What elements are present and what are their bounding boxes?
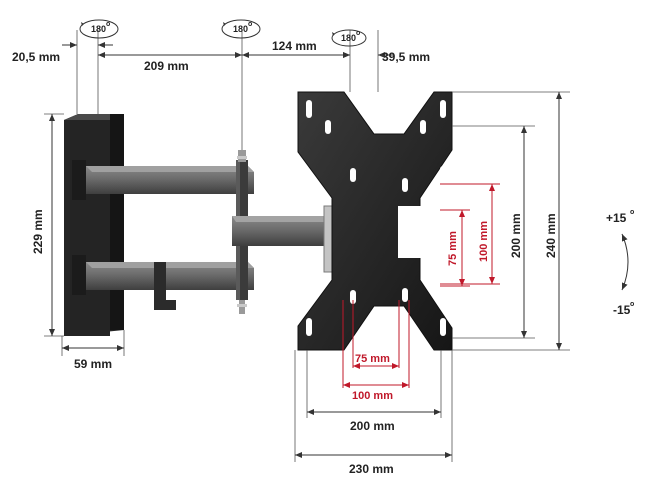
vesa-vertical-100: 100 mm — [478, 221, 490, 262]
rotation-label-3: 180 — [341, 33, 356, 43]
dim-wall-plate-height: 229 mm — [31, 209, 45, 254]
dim-plate-width-200: 200 mm — [350, 419, 395, 433]
safety-hook — [154, 262, 176, 310]
right-dimensions: 200 mm 240 mm — [452, 91, 570, 351]
rotation-indicator-3: 180 o — [331, 29, 367, 47]
dim-plate-height-240: 240 mm — [544, 213, 558, 258]
upper-arm — [86, 166, 254, 194]
rotation-indicator-1: 180 o — [79, 19, 119, 39]
tilt-down-label: -15 — [613, 303, 631, 317]
dim-wall-plate-depth: 59 mm — [74, 357, 112, 371]
rotation-label-2: 180 — [233, 24, 248, 34]
mount-illustration — [64, 91, 453, 351]
tilt-down-degree: o — [630, 301, 634, 308]
vesa-dimensions: 75 mm 100 mm 75 mm 100 mm — [342, 183, 500, 402]
vesa-plate — [297, 91, 453, 351]
tilt-up-degree: o — [630, 209, 634, 216]
front-arm — [232, 216, 334, 246]
rotation-degree-3: o — [356, 30, 360, 37]
dim-plate-height-200: 200 mm — [509, 213, 523, 258]
dim-offset-left: 20,5 mm — [12, 50, 60, 64]
tilt-up-label: +15 — [606, 211, 627, 225]
vesa-horizontal-100: 100 mm — [352, 390, 393, 402]
rotation-degree-1: o — [106, 21, 110, 28]
vesa-vertical-75: 75 mm — [447, 231, 459, 266]
dim-plate-width-230: 230 mm — [349, 462, 394, 476]
dim-offset-right: 39,5 mm — [382, 50, 430, 64]
rotation-label-1: 180 — [91, 24, 106, 34]
left-dimensions: 229 mm 59 mm — [31, 113, 125, 371]
tilt-indicator: +15 o -15 o — [606, 209, 634, 317]
rotation-degree-2: o — [248, 21, 252, 28]
wall-plate — [64, 114, 124, 336]
lower-arm — [86, 262, 254, 290]
rotation-indicator-2: 180 o — [221, 19, 261, 39]
dim-arm-one: 209 mm — [144, 59, 189, 73]
bottom-dimensions: 200 mm 230 mm — [294, 350, 453, 476]
vesa-horizontal-75: 75 mm — [355, 353, 390, 365]
dim-arm-two: 124 mm — [272, 39, 317, 53]
top-dimensions: 20,5 mm 209 mm 124 mm 39,5 mm 180 o 180 … — [12, 19, 430, 150]
